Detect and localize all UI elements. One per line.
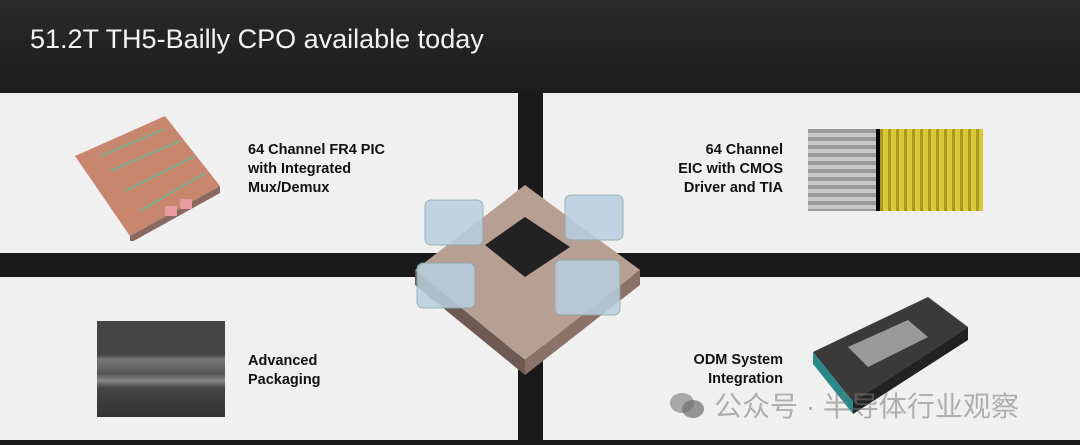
- title-bar: 51.2T TH5-Bailly CPO available today: [0, 0, 1080, 93]
- cpo-package-image: [415, 185, 640, 375]
- pic-label-line: 64 Channel FR4 PIC: [248, 142, 385, 158]
- eic-label-line: EIC with CMOS: [678, 161, 783, 177]
- eic-label-line: Driver and TIA: [683, 180, 783, 196]
- panel-odm: ODM System Integration: [543, 277, 1080, 440]
- watermark: 公众号 · 半导体行业观察: [668, 385, 1019, 425]
- packaging-label-line: Advanced: [248, 353, 318, 369]
- eic-layout-image: [880, 129, 983, 211]
- odm-label-line: Integration: [708, 371, 783, 387]
- eic-sem-image: [808, 129, 876, 211]
- packaging-label-line: Packaging: [248, 372, 321, 388]
- eic-label-line: 64 Channel: [705, 142, 783, 158]
- panel-pic: 64 Channel FR4 PIC with Integrated Mux/D…: [0, 93, 518, 253]
- pic-label-line: Mux/Demux: [248, 180, 330, 196]
- pic-label-line: with Integrated: [248, 161, 352, 177]
- watermark-text: 公众号 · 半导体行业观察: [714, 391, 1019, 422]
- packaging-sem-image: [97, 321, 225, 417]
- panel-eic: 64 Channel EIC with CMOS Driver and TIA: [543, 93, 1080, 253]
- pic-die-image: [75, 116, 220, 241]
- odm-label-line: ODM System: [693, 352, 783, 368]
- slide-title: 51.2T TH5-Bailly CPO available today: [30, 24, 484, 54]
- wechat-icon: [670, 393, 704, 418]
- odm-system-image: [813, 297, 968, 414]
